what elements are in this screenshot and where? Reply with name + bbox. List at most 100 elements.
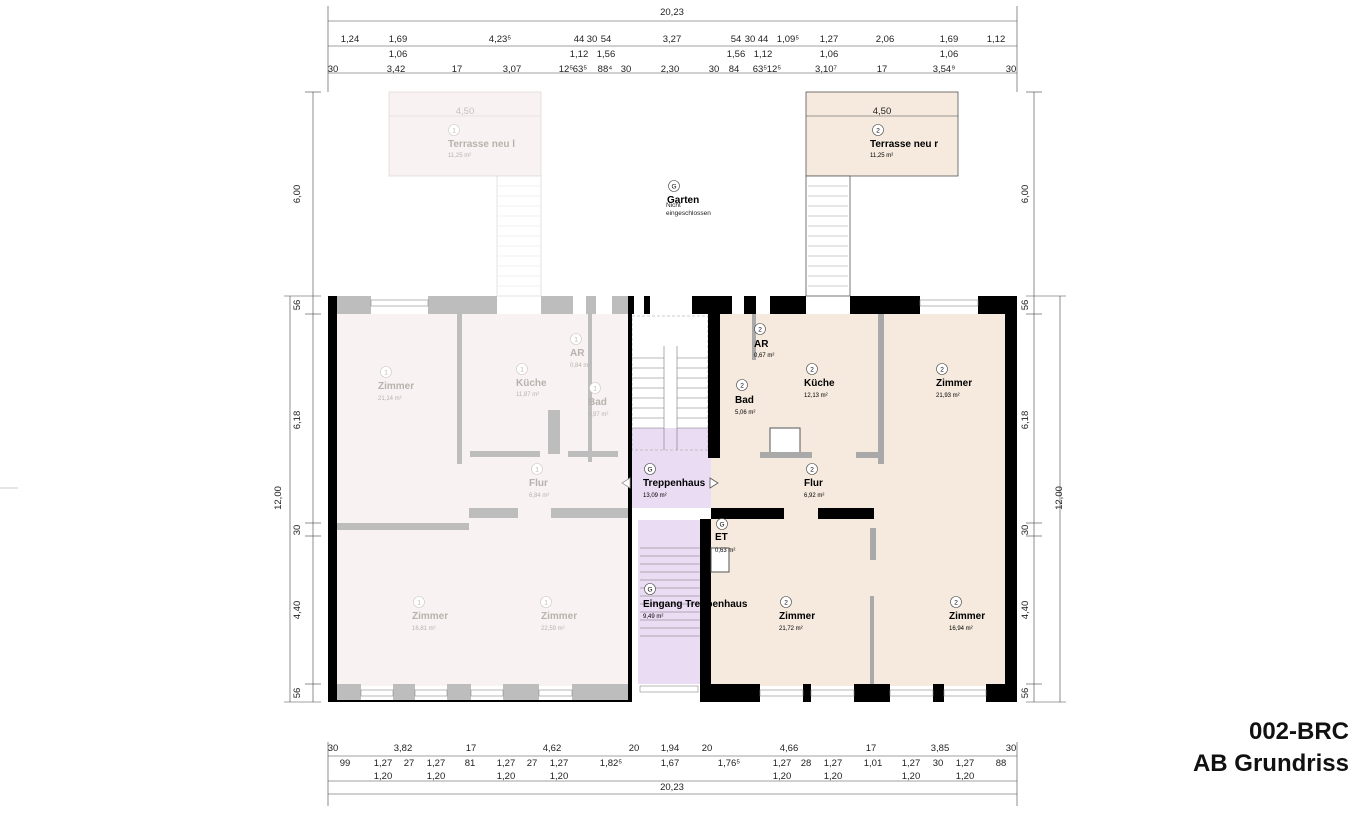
unit-marker xyxy=(950,596,962,608)
room-name: Zimmer xyxy=(412,611,448,622)
room-terrace-right: 2 Terrasse neu r 11,25 m² xyxy=(870,124,938,159)
unit-number: 2 xyxy=(876,128,880,135)
room-area: 0,63 m² xyxy=(715,548,735,554)
room-name: Flur xyxy=(804,478,823,489)
dim-label: 1,69 xyxy=(940,34,959,45)
dim-top-row2: 1,06 1,12 1,56 1,56 1,12 1,06 1,06 xyxy=(389,49,959,60)
dim-label: 12⁵ xyxy=(559,64,574,75)
unit-marker xyxy=(806,363,818,375)
sheet-title: 002-BRC AB Grundriss xyxy=(1193,716,1349,780)
walls-right-unit xyxy=(710,314,884,684)
dim-label: 20 xyxy=(629,743,640,754)
unit-marker xyxy=(806,463,818,475)
dim-label: 1,69 xyxy=(389,34,408,45)
dim-label: 88 xyxy=(996,758,1007,769)
dim-label: 30 xyxy=(1006,743,1017,754)
dim-label: 2,06 xyxy=(876,34,895,45)
dim-terrace-left: 4,50 xyxy=(456,106,475,117)
dim-label: 30 xyxy=(1006,64,1017,75)
unit-number: 2 xyxy=(784,600,788,607)
room-area: Nicht eingeschlossen xyxy=(666,202,711,217)
dim-label: 44 xyxy=(758,34,769,45)
dim-label: 81 xyxy=(465,758,476,769)
dim-label: 1,20 xyxy=(824,771,843,782)
unit-number: G xyxy=(647,587,652,594)
dim-label: 4,23⁵ xyxy=(489,34,511,45)
room-zimmer-2a: 2 Zimmer 21,93 m² xyxy=(936,363,972,399)
room-name: Terrasse neu l xyxy=(448,139,515,150)
room-bad-1: 1 Bad 4,97 m² xyxy=(588,382,608,418)
dim-label: 1,27 xyxy=(820,34,839,45)
unit-number: 2 xyxy=(810,367,814,374)
unit-number: 2 xyxy=(758,327,762,334)
room-area: 5,06 m² xyxy=(735,410,755,416)
room-area: 11,25 m² xyxy=(448,153,471,159)
room-area: 6,84 m² xyxy=(529,493,549,499)
dim-label: 2,30 xyxy=(661,64,680,75)
dim-label: 30 xyxy=(745,34,756,45)
room-flur-1: 1 Flur 6,84 m² xyxy=(529,463,549,499)
dim-label: 56 xyxy=(1020,688,1031,699)
room-area: 21,93 m² xyxy=(936,393,960,399)
dim-left: 6,00 56 6,18 12,00 30 4,40 56 xyxy=(273,185,303,699)
room-area: 16,81 m² xyxy=(412,626,436,632)
dim-label: 1,12 xyxy=(570,49,589,60)
unit-marker xyxy=(644,463,656,475)
room-ar-2: 2 AR 0,67 m² xyxy=(754,323,774,359)
dim-label: 54 xyxy=(731,34,742,45)
room-name: Zimmer xyxy=(779,611,815,622)
dim-label: 1,06 xyxy=(940,49,959,60)
dim-label: 99 xyxy=(340,758,351,769)
dim-top-row1: 1,24 1,69 4,23⁵ 44 30 54 3,27 54 30 44 1… xyxy=(341,34,1006,45)
unit-number: 1 xyxy=(535,467,539,474)
room-area: 21,72 m² xyxy=(779,626,803,632)
unit-marker xyxy=(448,124,460,136)
dim-label: 1,20 xyxy=(956,771,975,782)
room-zimmer-2b: 2 Zimmer 21,72 m² xyxy=(779,596,815,632)
unit-marker xyxy=(516,363,528,375)
room-area: 21,14 m² xyxy=(378,396,402,402)
dim-label: 30 xyxy=(328,64,339,75)
dim-label: 3,27 xyxy=(663,34,682,45)
unit-number: 2 xyxy=(954,600,958,607)
dim-label: 1,01 xyxy=(864,758,883,769)
dim-label: 30 xyxy=(587,34,598,45)
dim-bottom-row1: 30 3,82 17 4,62 20 1,94 20 4,66 17 3,85 … xyxy=(328,743,1017,754)
dim-label: 84 xyxy=(729,64,740,75)
sheet-code: 002-BRC xyxy=(1248,718,1349,745)
unit-marker xyxy=(570,333,582,345)
room-area: 11,25 m² xyxy=(870,153,893,159)
room-name: Zimmer xyxy=(541,611,577,622)
dim-label: 3,07 xyxy=(503,64,522,75)
dim-label: 1,27 xyxy=(497,758,516,769)
dim-label: 1,27 xyxy=(773,758,792,769)
room-zimmer-1a: 1 Zimmer 21,14 m² xyxy=(378,366,414,402)
dim-label: 6,18 xyxy=(1020,411,1031,430)
room-et: G ET 0,63 m² xyxy=(715,518,735,554)
dim-label: 1,12 xyxy=(987,34,1006,45)
room-treppenhaus: G Treppenhaus 13,09 m² xyxy=(621,463,719,499)
dim-label: 1,24 xyxy=(341,34,360,45)
room-ar-1: 1 AR 0,84 m² xyxy=(570,333,590,369)
dim-label: 1,20 xyxy=(550,771,569,782)
room-name: ET xyxy=(715,532,728,543)
dim-label: 3,85 xyxy=(931,743,950,754)
room-area: 13,09 m² xyxy=(643,493,667,499)
dim-label: 6,00 xyxy=(292,185,303,204)
unit-number: G xyxy=(647,467,652,474)
room-name: Bad xyxy=(588,397,607,408)
dim-label: 1,09⁵ xyxy=(777,34,799,45)
dim-label: 63⁵ xyxy=(753,64,768,75)
dim-label: 12⁵ xyxy=(767,64,782,75)
unit-marker xyxy=(540,596,552,608)
unit-number: G xyxy=(719,522,724,529)
dim-top-total: 20,23 xyxy=(660,7,684,18)
dim-label: 3,10⁷ xyxy=(815,64,837,75)
dim-label: 1,20 xyxy=(902,771,921,782)
dim-label: 30 xyxy=(621,64,632,75)
room-area: 12,13 m² xyxy=(804,393,828,399)
dim-label: 1,20 xyxy=(497,771,516,782)
room-name: Treppenhaus xyxy=(643,478,706,489)
dim-label: 1,27 xyxy=(956,758,975,769)
